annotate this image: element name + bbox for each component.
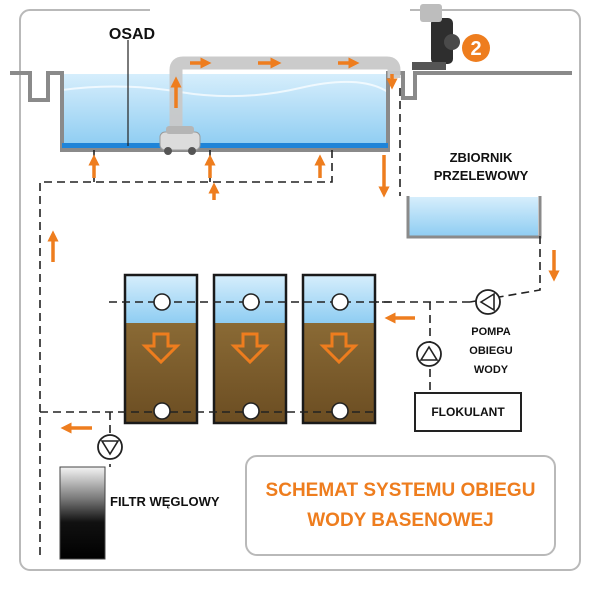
return-pipe — [169, 56, 401, 138]
carbon-filter — [59, 466, 106, 560]
overflow-tank-label-1: ZBIORNIK — [450, 150, 513, 165]
pump-symbol-icon — [475, 289, 501, 315]
title-box: SCHEMAT SYSTEMU OBIEGU WODY BASENOWEJ — [245, 455, 556, 556]
diagram-title-line-1: SCHEMAT SYSTEMU OBIEGU — [265, 479, 536, 501]
device-number: 2 — [470, 38, 481, 60]
diagram-title-line-2: WODY BASENOWEJ — [307, 509, 494, 531]
pool-basin — [10, 71, 572, 152]
sand-filter-2 — [212, 273, 288, 425]
filter-media-down-arrow-icon — [141, 332, 359, 365]
flow-arrow-icon — [47, 57, 560, 434]
pump-label-3: WODY — [474, 364, 509, 376]
sediment-label: OSAD — [109, 26, 155, 43]
pump-label-2: OBIEGU — [469, 345, 512, 357]
filter-ports — [153, 293, 349, 420]
pump-label-1: POMPA — [471, 326, 511, 338]
carbon-pump-icon — [97, 434, 123, 460]
flocculant-pump-icon — [416, 341, 442, 367]
flocculant-label: FLOKULANT — [431, 405, 505, 419]
flocculant-box — [414, 392, 522, 432]
carbon-filter-label: FILTR WĘGLOWY — [110, 494, 220, 509]
pool-device-icon — [412, 4, 460, 70]
device-number-badge — [462, 34, 490, 62]
pool-robot-icon — [159, 126, 201, 155]
overflow-tank-label-2: PRZELEWOWY — [434, 168, 529, 183]
overflow-tank — [406, 196, 542, 239]
